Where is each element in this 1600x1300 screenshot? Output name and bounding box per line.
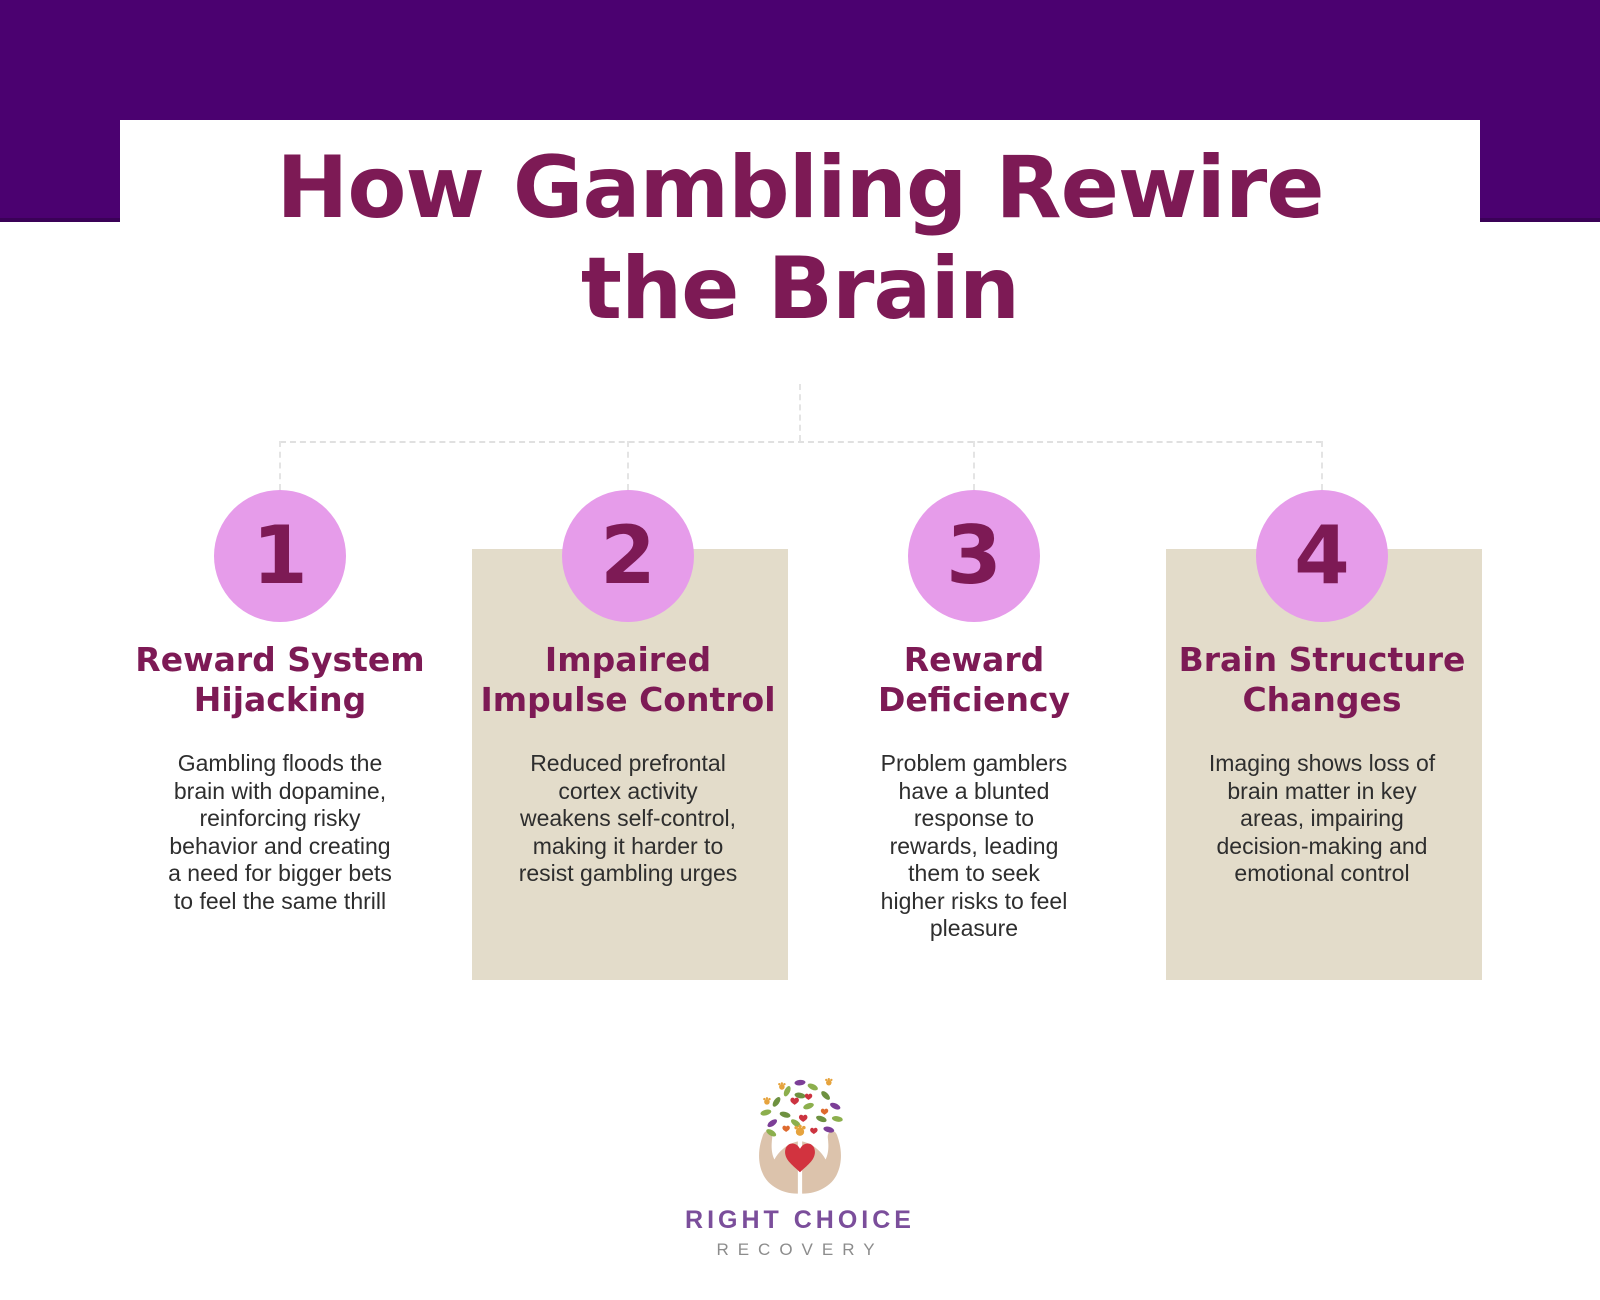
step-3-number: 3 <box>946 509 1002 602</box>
step-3-heading: Reward Deficiency <box>877 640 1071 719</box>
step-2-heading: Impaired Impulse Control <box>480 640 776 719</box>
step-4-circle: 4 <box>1256 490 1388 622</box>
connector-line-drop-3 <box>973 441 975 490</box>
page-title: How Gambling Rewire the Brain <box>276 138 1324 340</box>
step-4-number: 4 <box>1294 509 1350 602</box>
logo-canopy <box>760 1077 843 1137</box>
step-4-heading: Brain Structure Changes <box>1178 640 1466 719</box>
brand-name: RIGHT CHOICE <box>685 1206 915 1234</box>
step-1-description: Gambling floods the brain with dopamine,… <box>168 750 392 914</box>
step-4-description: Imaging shows loss of brain matter in ke… <box>1208 750 1436 886</box>
step-1-circle: 1 <box>214 490 346 622</box>
logo-small-hands <box>763 1077 833 1136</box>
step-1-heading: Reward System Hijacking <box>135 640 425 719</box>
hands-tree-heart-logo-icon <box>759 1077 843 1194</box>
logo-small-hearts <box>782 1093 829 1135</box>
brand-subtitle: RECOVERY <box>716 1240 884 1259</box>
step-2-description: Reduced prefrontal cortex activity weake… <box>518 750 738 886</box>
connector-line-drop-1 <box>279 441 281 490</box>
step-3-description: Problem gamblers have a blunted response… <box>880 750 1068 941</box>
connector-line-horizontal <box>280 441 1322 443</box>
step-3-circle: 3 <box>908 490 1040 622</box>
connector-line-title-drop <box>799 384 801 441</box>
step-2-circle: 2 <box>562 490 694 622</box>
logo-heart-icon <box>785 1143 815 1173</box>
step-2-number: 2 <box>600 509 656 602</box>
connector-line-drop-4 <box>1321 441 1323 490</box>
connector-line-drop-2 <box>627 441 629 490</box>
step-1-number: 1 <box>252 509 308 602</box>
